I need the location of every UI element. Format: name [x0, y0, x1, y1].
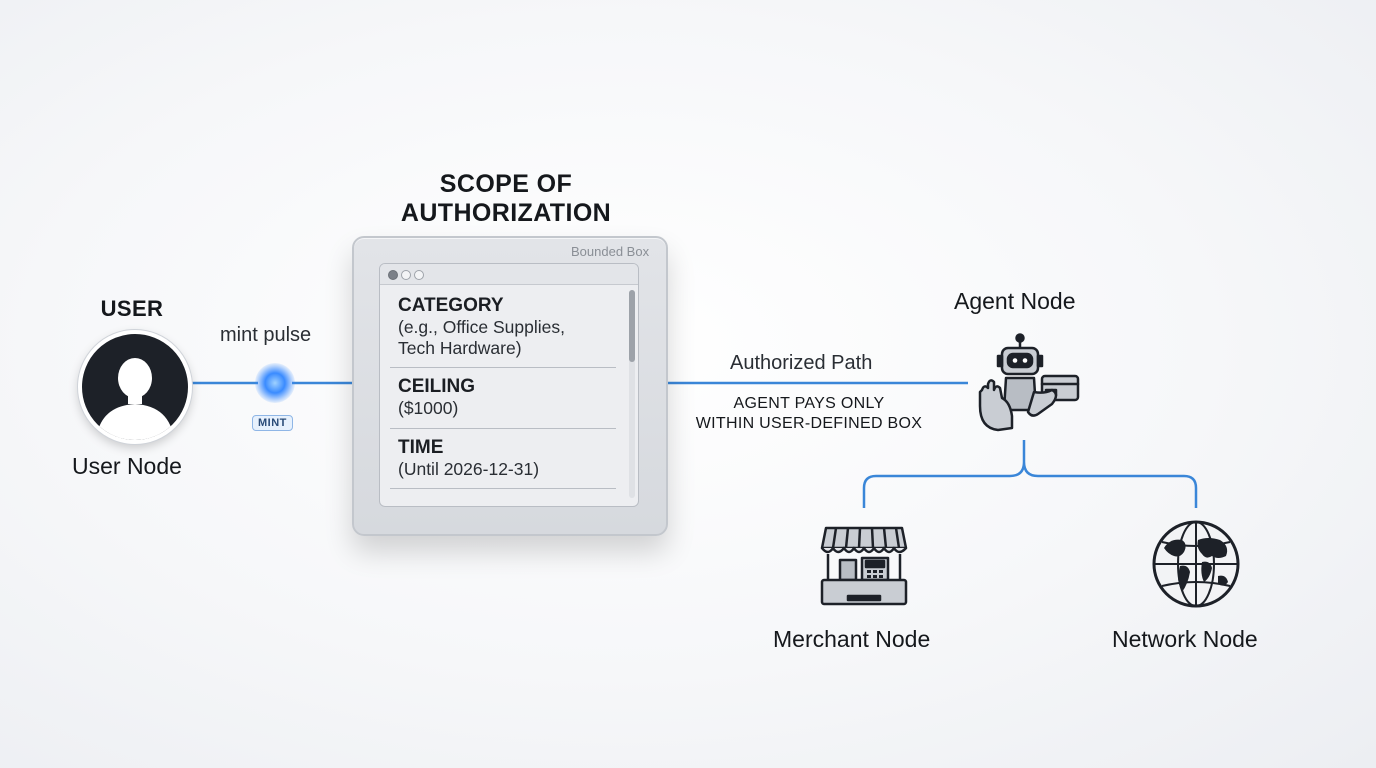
section-divider — [390, 488, 616, 489]
user-node-avatar[interactable] — [78, 330, 192, 444]
ceiling-value: ($1000) — [398, 398, 459, 418]
path-note-line-1: AGENT PAYS ONLY — [733, 395, 885, 412]
mint-pulse-label: mint pulse — [220, 324, 312, 346]
time-section: TIME (Until 2026-12-31) — [398, 437, 616, 480]
window-dot-icon — [414, 270, 424, 280]
category-title: CATEGORY — [398, 295, 504, 316]
storefront-register-icon[interactable] — [818, 522, 910, 608]
scope-window: CATEGORY (e.g., Office Supplies, Tech Ha… — [379, 263, 639, 507]
mint-pulse-dot[interactable] — [255, 363, 295, 403]
heading-line-1: SCOPE OF — [439, 170, 573, 198]
branch-connector — [862, 440, 1198, 508]
robot-hand-card-icon[interactable] — [972, 332, 1084, 436]
path-note: AGENT PAYS ONLY WITHIN USER-DEFINED BOX — [680, 394, 938, 434]
path-note-line-2: WITHIN USER-DEFINED BOX — [695, 415, 923, 432]
window-title-bar — [380, 264, 638, 285]
scrollbar-track[interactable] — [629, 290, 635, 498]
section-divider — [390, 367, 616, 368]
time-value: (Until 2026-12-31) — [398, 459, 540, 479]
ceiling-section: CEILING ($1000) — [398, 376, 616, 419]
user-title: USER — [100, 296, 164, 321]
network-node-label: Network Node — [1112, 626, 1258, 652]
window-dot-icon — [388, 270, 398, 280]
authorized-path-label: Authorized Path — [730, 352, 873, 374]
category-line-2: Tech Hardware) — [398, 338, 522, 358]
person-silhouette-icon — [96, 358, 174, 440]
agent-node-label: Agent Node — [954, 288, 1076, 314]
merchant-node-label: Merchant Node — [773, 626, 931, 652]
mint-badge: MINT — [252, 415, 293, 431]
window-dot-icon — [401, 270, 411, 280]
category-section: CATEGORY (e.g., Office Supplies, Tech Ha… — [398, 295, 616, 359]
user-node-label: User Node — [72, 453, 182, 479]
category-line-1: (e.g., Office Supplies, — [398, 317, 565, 337]
ceiling-title: CEILING — [398, 376, 476, 397]
scope-heading: SCOPE OF AUTHORIZATION — [380, 170, 632, 228]
section-divider — [390, 428, 616, 429]
globe-icon[interactable] — [1150, 518, 1242, 610]
heading-line-2: AUTHORIZATION — [400, 199, 612, 227]
scrollbar-thumb[interactable] — [629, 290, 635, 362]
time-title: TIME — [398, 437, 444, 458]
bounded-box-tag: Bounded Box — [571, 244, 650, 259]
